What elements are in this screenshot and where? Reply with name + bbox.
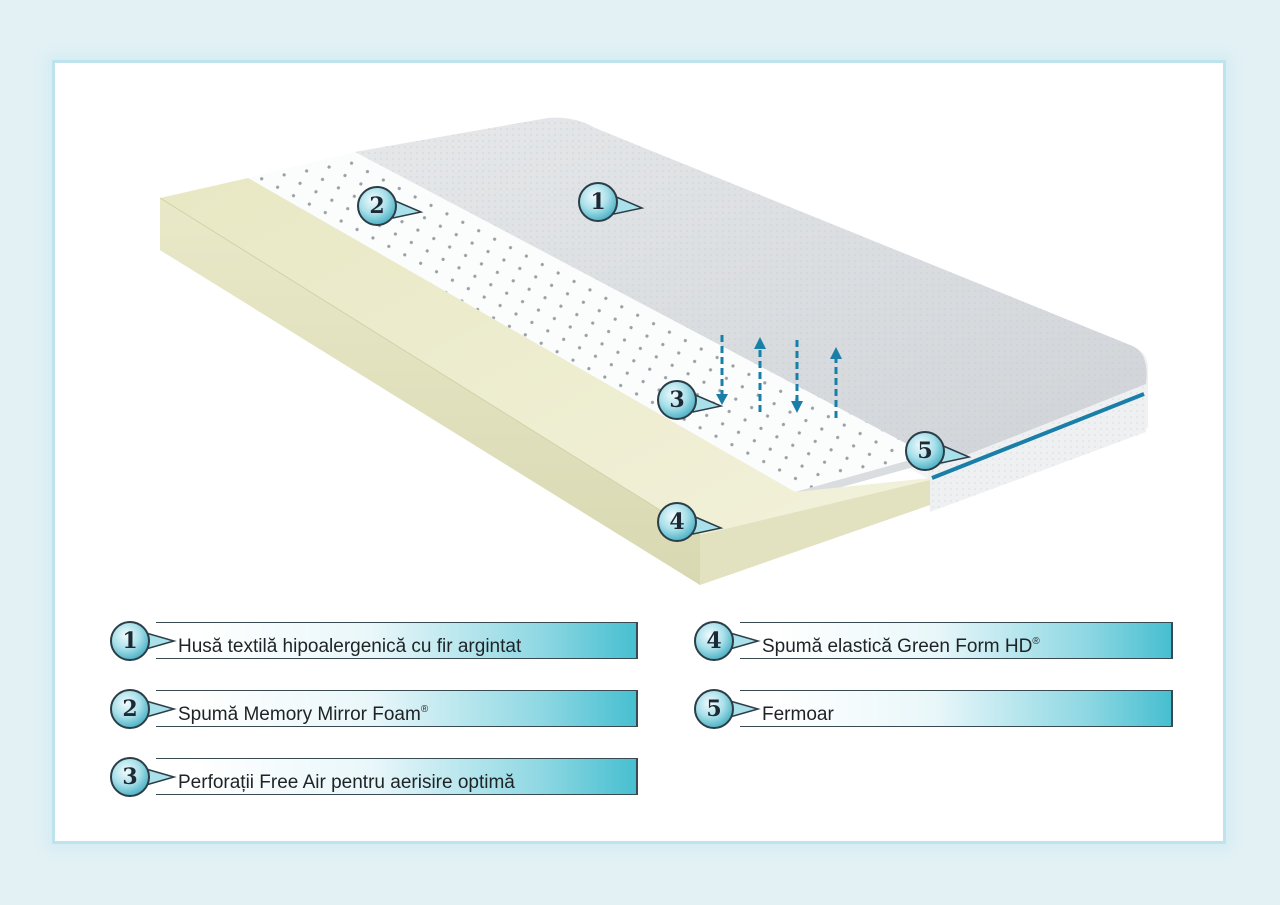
- legend-item-4: 4 Spumă elastică Green Form HD®: [692, 614, 1173, 668]
- callout-4: 4: [657, 502, 724, 542]
- callout-number: 1: [590, 189, 605, 215]
- legend-bar: [156, 758, 638, 795]
- legend-badge: 3: [110, 757, 177, 797]
- callout-5: 5: [905, 431, 972, 471]
- legend-bar: [740, 622, 1173, 659]
- callout-number: 3: [669, 387, 684, 413]
- callout-2: 2: [357, 186, 424, 226]
- legend-item-5: 5 Fermoar: [692, 682, 1173, 736]
- legend-label: Husă textilă hipoalergenică cu fir argin…: [178, 636, 522, 657]
- legend-badge: 4: [694, 621, 761, 661]
- green-foam-layer: [159, 178, 930, 585]
- callout-number: 2: [369, 193, 384, 219]
- textile-cover: [355, 117, 1149, 512]
- legend-number: 5: [706, 696, 721, 722]
- callout-number: 4: [669, 509, 684, 535]
- legend-number: 3: [122, 764, 137, 790]
- legend-bar: [156, 622, 638, 659]
- legend-item-2: 2 Spumă Memory Mirror Foam®: [108, 682, 638, 736]
- legend-number: 1: [122, 628, 137, 654]
- legend-label: Spumă elastică Green Form HD®: [762, 636, 1040, 657]
- legend-label: Spumă Memory Mirror Foam®: [178, 704, 429, 725]
- legend-label: Perforații Free Air pentru aerisire opti…: [178, 772, 515, 793]
- legend-bar: [156, 690, 638, 727]
- callout-1: 1: [578, 182, 645, 222]
- legend-badge: 2: [110, 689, 177, 729]
- legend-bar: [740, 690, 1173, 727]
- legend-number: 2: [122, 696, 137, 722]
- legend-item-1: 1 Husă textilă hipoalergenică cu fir arg…: [108, 614, 638, 668]
- callout-3: 3: [657, 380, 724, 420]
- legend-badge: 5: [694, 689, 761, 729]
- callout-number: 5: [917, 438, 932, 464]
- airflow-arrows: [716, 335, 842, 418]
- zipper-line: [931, 392, 1145, 480]
- legend-badge: 1: [110, 621, 177, 661]
- legend-label: Fermoar: [762, 704, 834, 725]
- legend-item-3: 3 Perforații Free Air pentru aerisire op…: [108, 750, 638, 804]
- legend-number: 4: [706, 628, 721, 654]
